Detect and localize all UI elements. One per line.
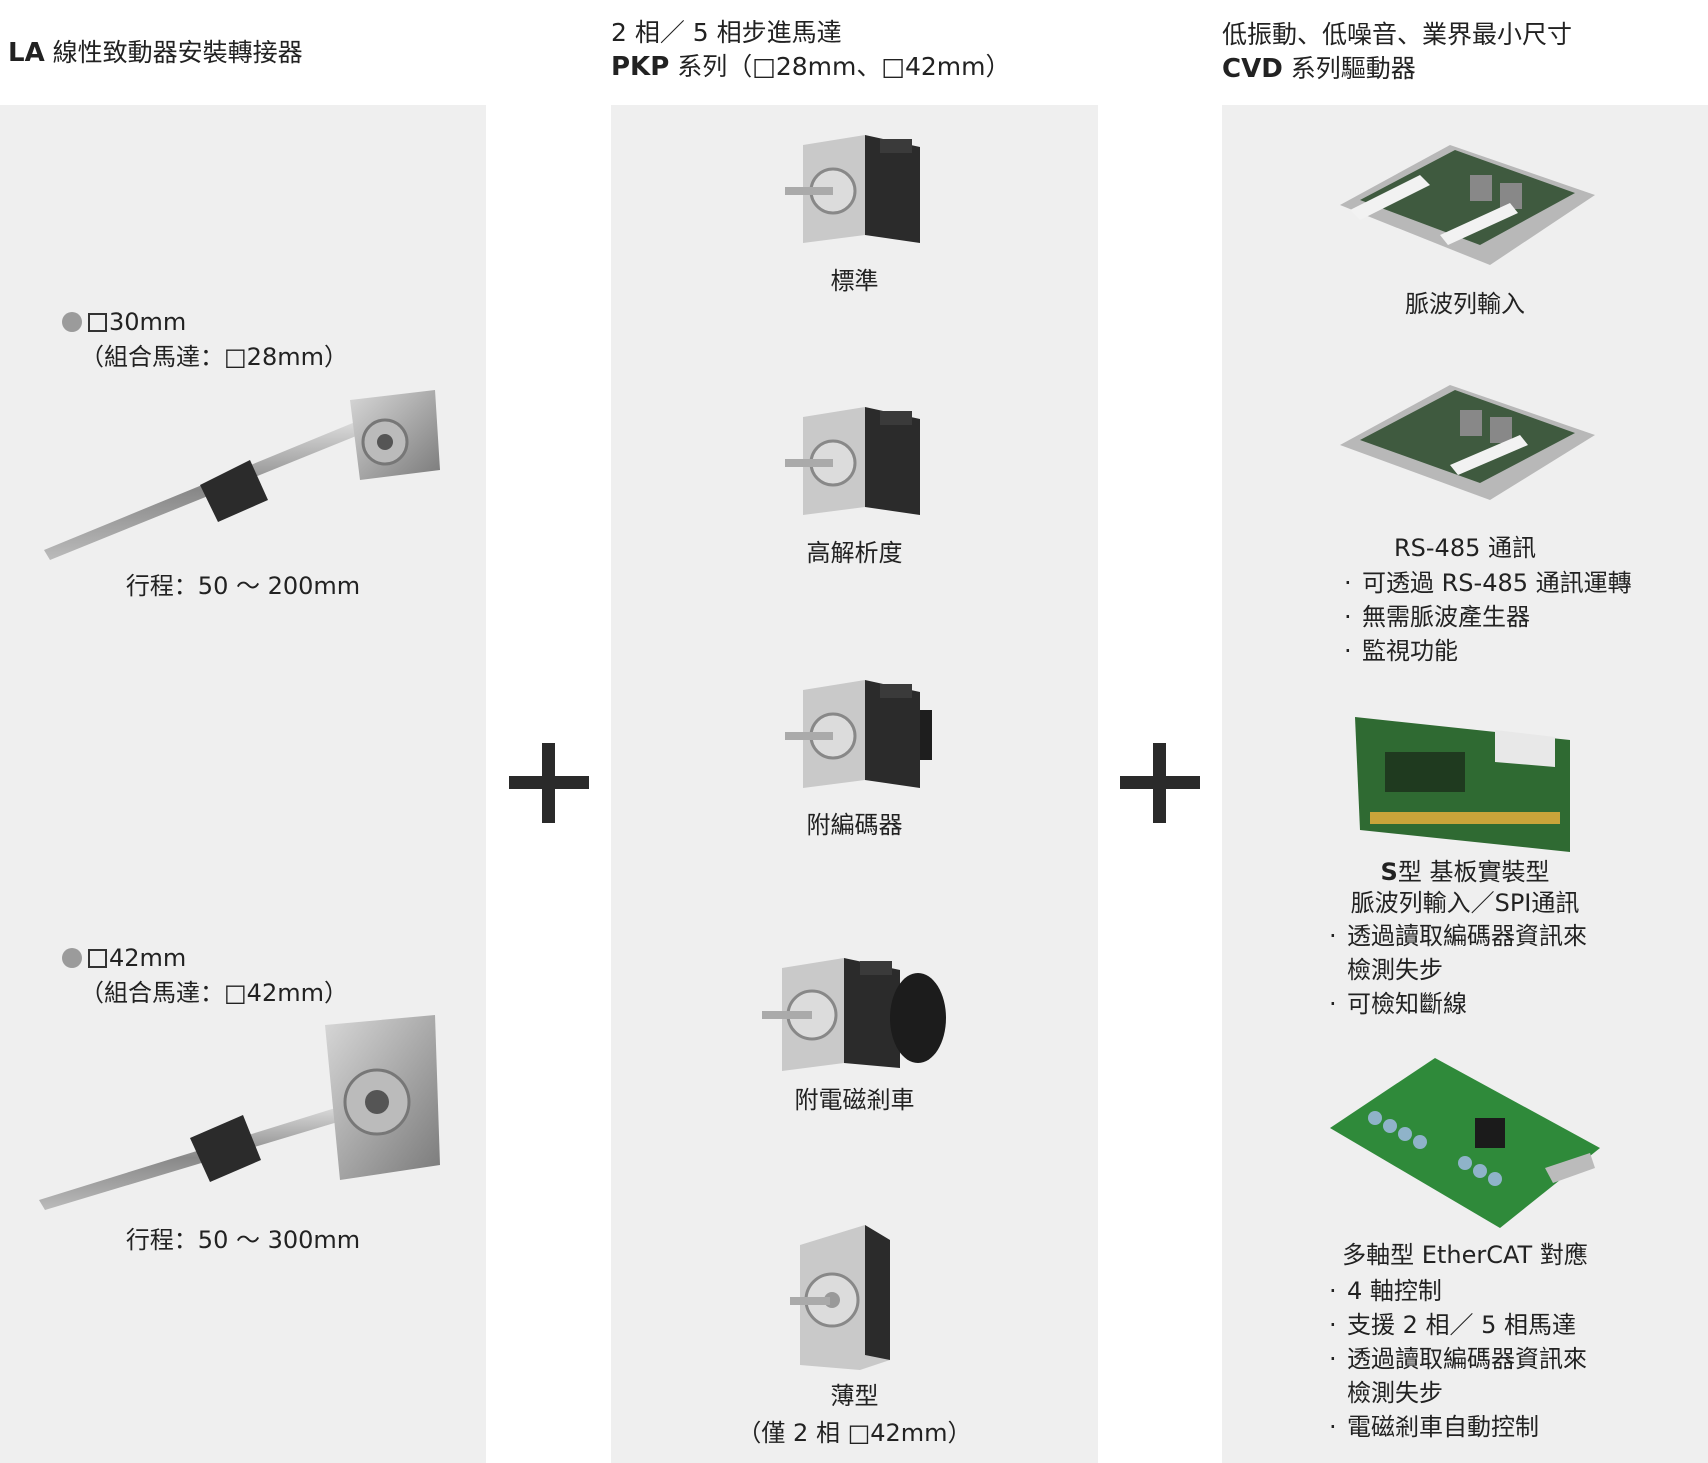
driver-subtitle-s-type: 脈波列輸入／SPI通訊	[1350, 889, 1580, 917]
list-item: 透過讀取編碼器資訊來	[1325, 919, 1587, 953]
list-item: 檢測失步	[1347, 1379, 1443, 1407]
driver-title-ethercat: 多軸型 EtherCAT 對應	[1342, 1241, 1588, 1269]
header-motors: 2 相／ 5 相步進馬達 PKP 系列（□28mm、□42mm）	[611, 16, 1011, 84]
motor-label-high-res: 高解析度	[806, 539, 903, 567]
linear-actuator-image	[39, 1015, 440, 1210]
square-icon	[88, 949, 107, 968]
header-drivers-line1: 低振動、低噪音、業界最小尺寸	[1222, 20, 1573, 49]
list-item: 無需脈波產生器	[1340, 600, 1632, 634]
driver-board-image	[1340, 385, 1595, 500]
motor-label-brake: 附電磁剎車	[794, 1086, 915, 1114]
list-item: 監視功能	[1340, 634, 1632, 668]
stepper-motor-image	[785, 407, 920, 515]
header-motors-line2: 系列（□28mm、□42mm）	[669, 52, 1011, 81]
motor-label-encoder: 附編碼器	[806, 811, 903, 839]
stepper-motor-image	[785, 680, 932, 788]
header-drivers-line2: 系列驅動器	[1282, 54, 1416, 83]
motor-label-standard: 標準	[830, 267, 879, 295]
list-item: 可透過 RS-485 通訊運轉	[1340, 566, 1632, 600]
header-drivers: 低振動、低噪音、業界最小尺寸 CVD 系列驅動器	[1222, 18, 1572, 86]
driver-rs485-bullets: 可透過 RS-485 通訊運轉 無需脈波產生器 監視功能	[1340, 566, 1632, 668]
driver-ethercat-bullets: 4 軸控制 支援 2 相／ 5 相馬達 透過讀取編碼器資訊來 檢測失步 電磁剎車…	[1325, 1274, 1587, 1444]
adapter-30-stroke: 行程：50 ～ 200mm	[125, 572, 361, 600]
list-item: 可檢知斷線	[1325, 987, 1587, 1021]
adapter-42-size: 42mm	[62, 941, 186, 975]
bullet-dot-icon	[62, 312, 82, 332]
list-item: 檢測失步	[1347, 956, 1443, 984]
linear-actuator-image	[44, 390, 440, 560]
adapter-30-combo: （組合馬達：□28mm）	[80, 343, 348, 371]
square-icon	[88, 313, 107, 332]
header-drivers-bold: CVD	[1222, 54, 1283, 84]
driver-title-pulse: 脈波列輸入	[1405, 290, 1525, 318]
header-adapters-text: 線性致動器安裝轉接器	[44, 38, 303, 67]
header-adapters: LA 線性致動器安裝轉接器	[8, 36, 303, 70]
plus-icon	[509, 743, 589, 823]
motor-label-thin: 薄型	[830, 1382, 879, 1410]
adapter-42-stroke: 行程：50 ～ 300mm	[125, 1226, 361, 1254]
list-item: 支援 2 相／ 5 相馬達	[1325, 1308, 1587, 1342]
list-item: 電磁剎車自動控制	[1325, 1410, 1587, 1444]
stepper-motor-image	[785, 135, 920, 243]
header-motors-bold: PKP	[611, 52, 670, 82]
list-item: 透過讀取編碼器資訊來	[1325, 1342, 1587, 1376]
bullet-dot-icon	[62, 948, 82, 968]
driver-board-image	[1355, 717, 1570, 852]
driver-s-type-bullets: 透過讀取編碼器資訊來 檢測失步 可檢知斷線	[1325, 919, 1587, 1021]
driver-title-s-type: S型 基板實裝型	[1380, 858, 1550, 886]
header-motors-line1: 2 相／ 5 相步進馬達	[611, 18, 842, 47]
list-item: 4 軸控制	[1325, 1274, 1587, 1308]
plus-icon	[1120, 743, 1200, 823]
driver-board-image	[1330, 1058, 1600, 1228]
driver-title-rs485: RS-485 通訊	[1393, 534, 1536, 562]
driver-board-image	[1340, 145, 1595, 265]
stepper-motor-image	[790, 1225, 890, 1370]
header-adapters-bold: LA	[8, 38, 45, 68]
motor-note-thin: （僅 2 相 □42mm）	[737, 1419, 972, 1447]
adapter-30-size: 30mm	[62, 305, 186, 339]
adapter-42-combo: （組合馬達：□42mm）	[80, 979, 348, 1007]
stepper-motor-image	[762, 958, 946, 1071]
adapter-panel	[0, 105, 486, 1463]
